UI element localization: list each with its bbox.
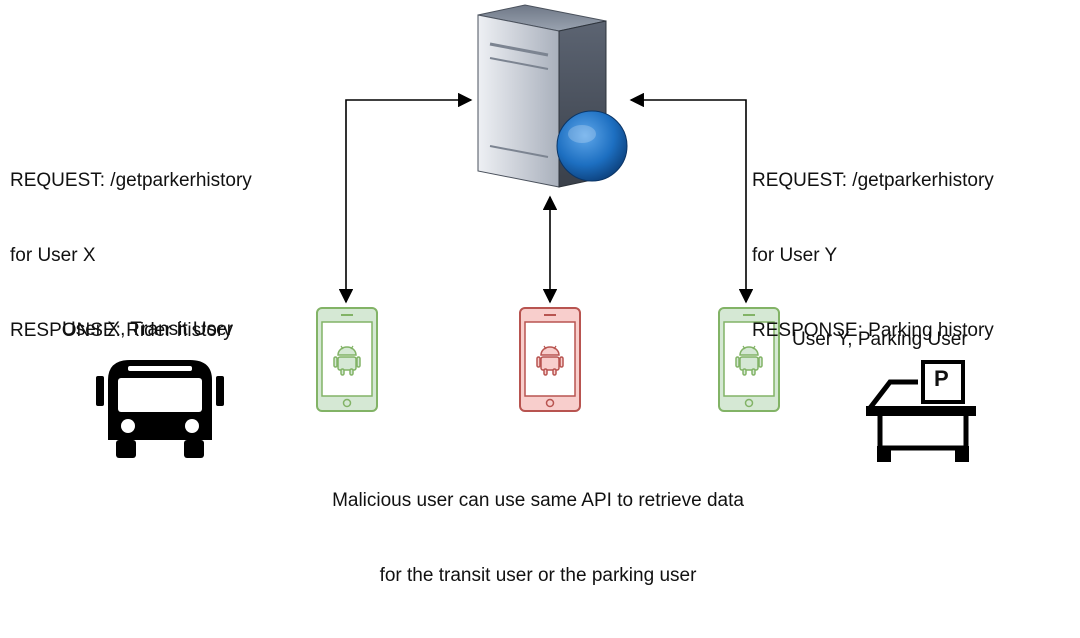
parking-car-icon — [866, 360, 976, 462]
phone-user-x — [316, 307, 378, 412]
arrow-left — [338, 92, 473, 304]
user-y-label: User Y, Parking User — [792, 329, 968, 350]
malicious-caption-line-2: for the transit user or the parking user — [379, 565, 697, 586]
left-annotation-line-3: RESPONSE: Rider history — [10, 320, 233, 341]
globe-icon — [556, 110, 628, 182]
right-annotation-line-3: RESPONSE: Parking history — [752, 320, 994, 341]
arrow-right — [629, 92, 754, 304]
malicious-user-caption: Malicious user can use same API to retri… — [258, 438, 818, 638]
bus-icon — [96, 360, 224, 458]
left-annotation-line-1: REQUEST: /getparkerhistory — [10, 170, 252, 191]
left-request-annotation: REQUEST: /getparkerhistory for User X RE… — [10, 118, 252, 393]
api-abuse-diagram: P REQUEST: /getparkerhistory for User X … — [10, 4, 994, 586]
right-annotation-line-1: REQUEST: /getparkerhistory — [752, 170, 994, 191]
phone-user-y — [718, 307, 780, 412]
diagram-canvas — [96, 4, 976, 462]
right-request-annotation: REQUEST: /getparkerhistory for User Y RE… — [752, 118, 994, 393]
left-annotation-line-2: for User X — [10, 245, 96, 266]
user-x-label: User X, Transit User — [62, 319, 234, 340]
malicious-caption-line-1: Malicious user can use same API to retri… — [332, 490, 744, 511]
right-annotation-line-2: for User Y — [752, 245, 838, 266]
phone-malicious — [519, 307, 581, 412]
parking-sign-letter: P — [934, 366, 949, 391]
